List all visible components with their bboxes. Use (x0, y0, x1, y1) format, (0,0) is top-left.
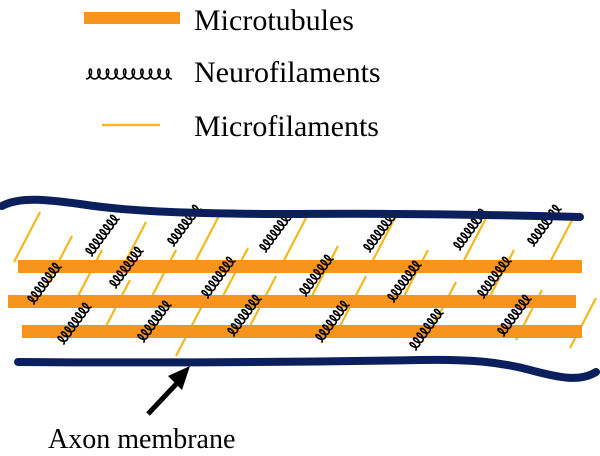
neurofilament (527, 204, 563, 248)
coil-icon (85, 68, 173, 80)
neurofilaments-layer (27, 204, 563, 352)
neurofilament (363, 210, 399, 254)
microfilament (195, 209, 223, 261)
microfilament (75, 249, 103, 301)
arrow-head-icon (168, 366, 190, 390)
legend-item-microfilaments: Microfilaments (102, 110, 379, 143)
orange-bar-icon (84, 12, 180, 24)
axon-membrane-label: Axon membrane (48, 424, 235, 455)
neurofilament (315, 300, 351, 344)
neurofilament (57, 302, 93, 346)
neurofilament (409, 308, 445, 352)
arrow-shaft (146, 378, 182, 416)
microfilament (13, 211, 41, 263)
neurofilament (497, 294, 533, 338)
coil-icon-path (85, 68, 173, 80)
microtubule (22, 325, 582, 338)
microfilament (149, 249, 177, 301)
microfilament (569, 297, 597, 349)
legend-label-neurofilaments: Neurofilaments (194, 56, 381, 89)
microtubule (18, 260, 582, 273)
legend-label-microfilaments: Microfilaments (194, 110, 379, 143)
microfilament (459, 217, 487, 269)
microtubule (8, 295, 576, 308)
membranes-layer (0, 195, 600, 382)
legend-label-microtubules: Microtubules (194, 4, 354, 37)
neurofilament (137, 300, 173, 344)
axon-membrane-bottom (14, 355, 600, 382)
legend-item-neurofilaments: Neurofilaments (85, 56, 381, 89)
microfilament (279, 217, 307, 269)
neurofilament (85, 214, 121, 258)
neurofilament (201, 256, 237, 300)
microfilament (401, 249, 429, 301)
neurofilament (387, 260, 423, 304)
legend-item-microtubules: Microtubules (84, 4, 354, 37)
neurofilament (299, 254, 335, 298)
microtubules-layer (8, 260, 582, 338)
neurofilament (109, 246, 145, 290)
neurofilament (227, 294, 263, 338)
legend: Microtubules Neurofilaments Microfilamen… (84, 4, 381, 143)
axon-membrane-top (0, 195, 584, 221)
neurofilament (27, 262, 63, 306)
neurofilament (477, 256, 513, 300)
membrane-arrow (146, 366, 190, 416)
neurofilament (259, 210, 295, 254)
